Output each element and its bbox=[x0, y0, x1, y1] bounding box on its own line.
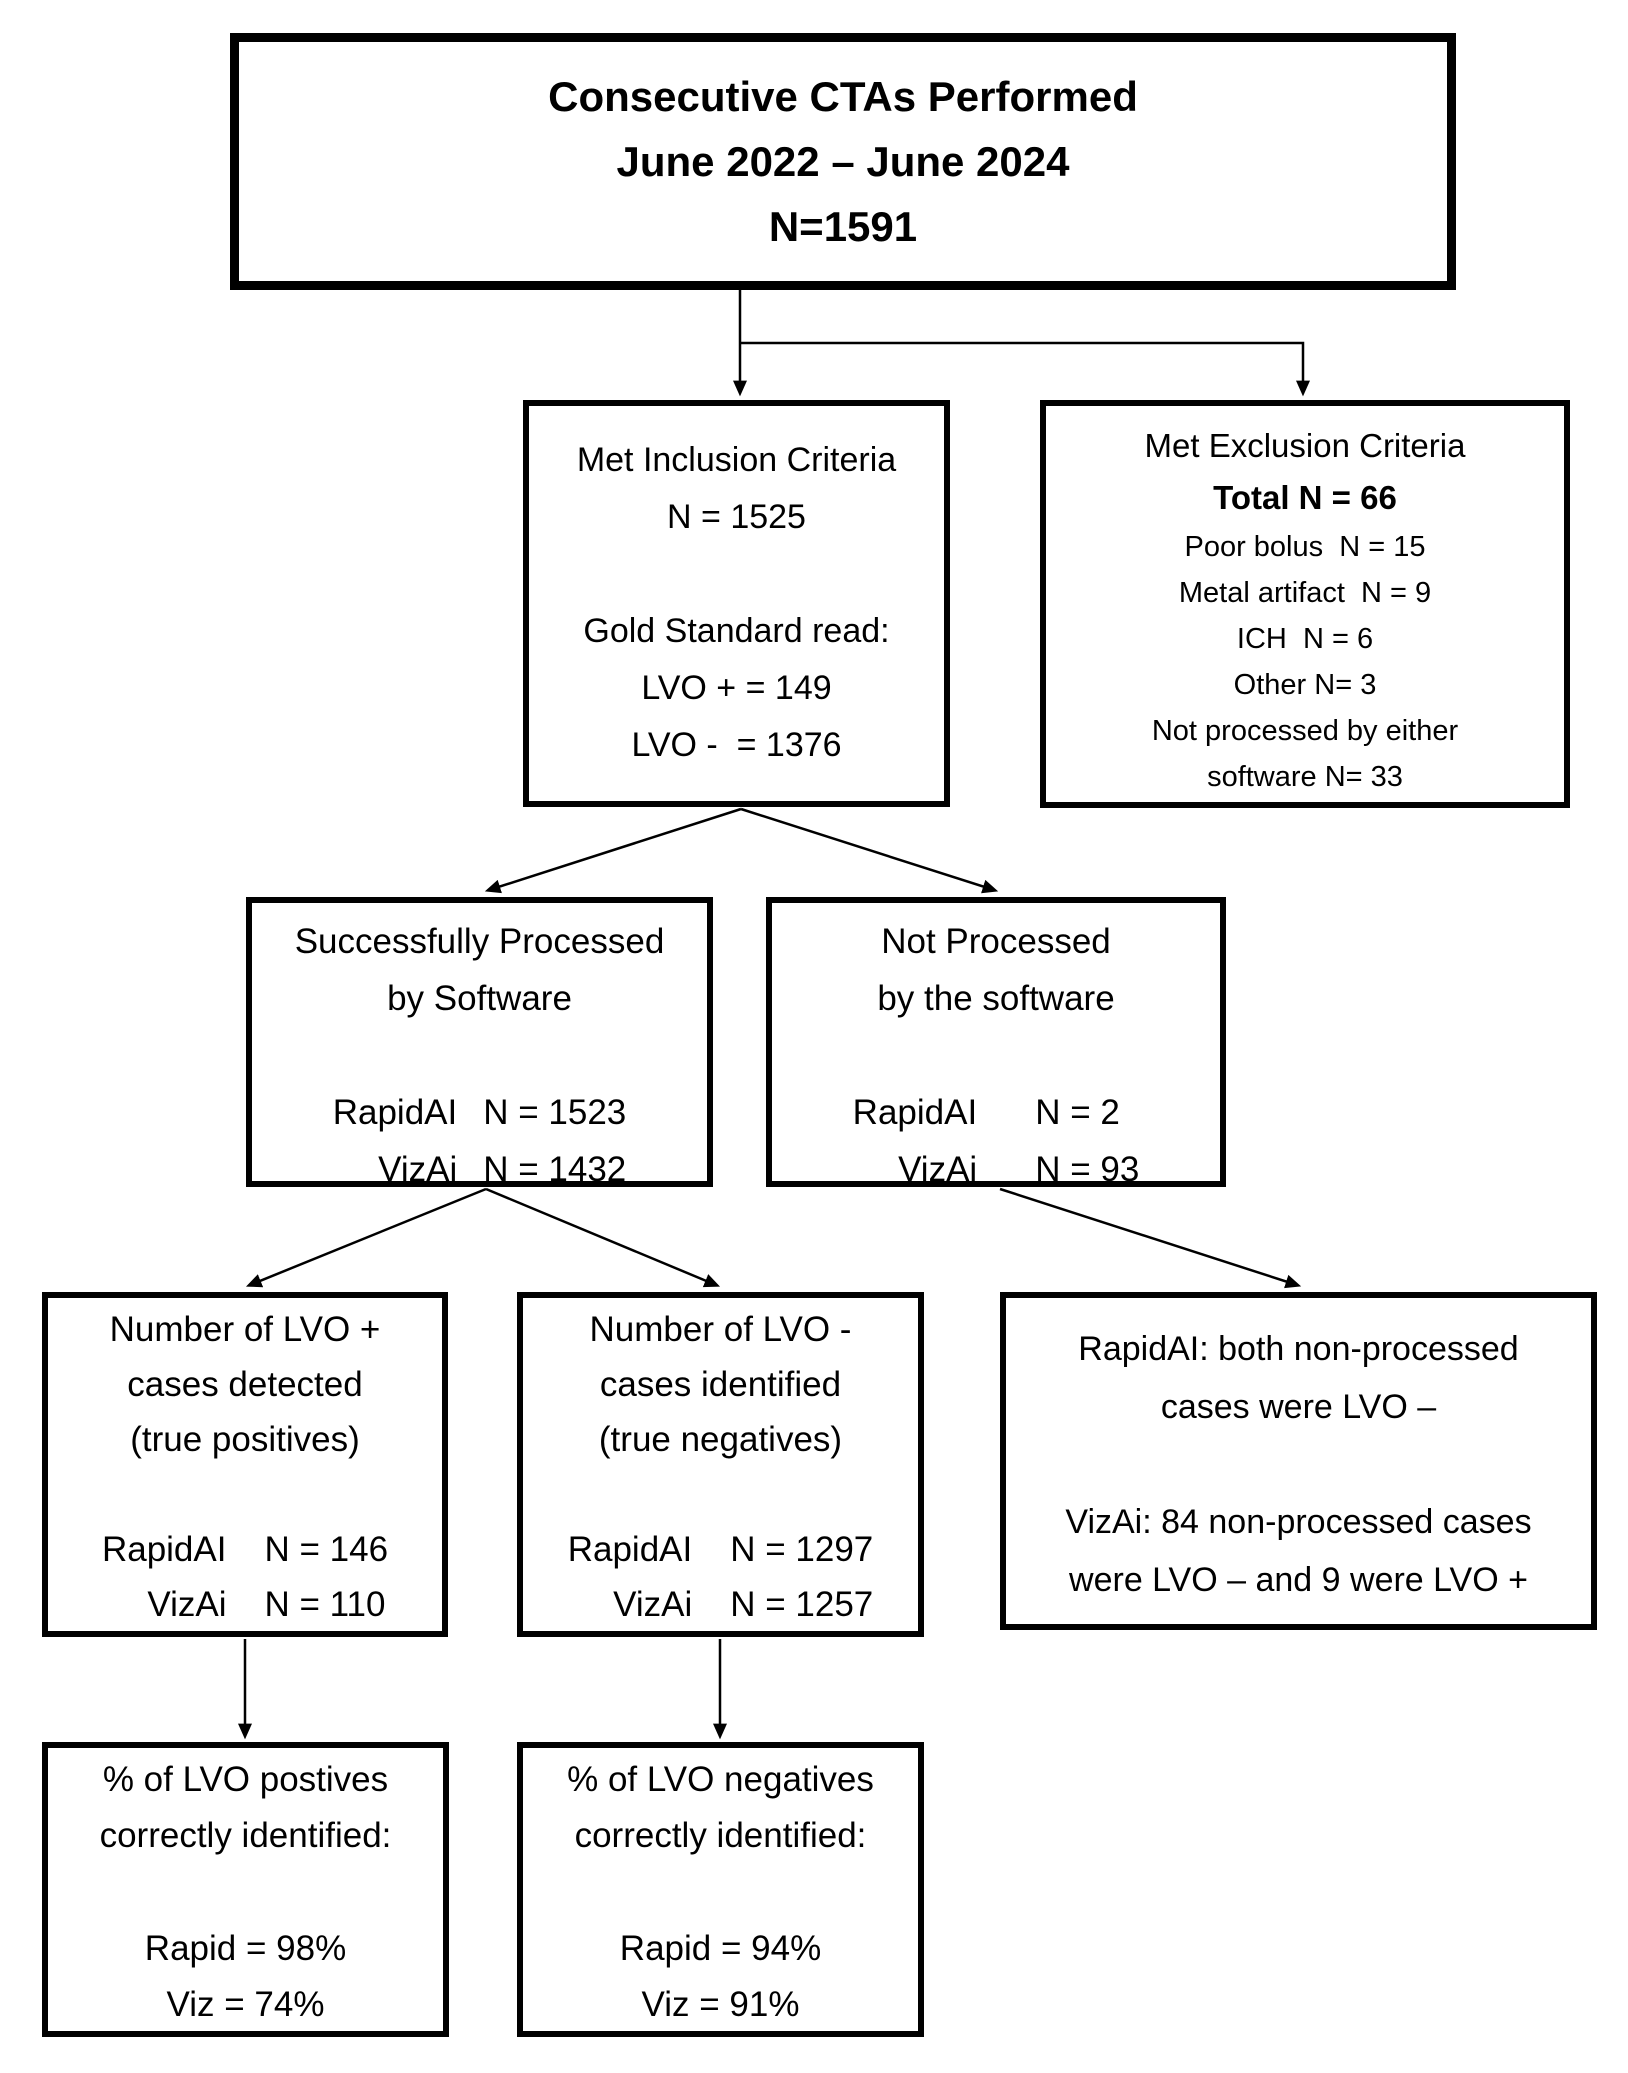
tp-heading-line2: cases detected bbox=[127, 1365, 363, 1404]
connector-processed-to-true-negatives bbox=[485, 1187, 721, 1288]
gold-standard-heading: Gold Standard read: bbox=[583, 612, 890, 650]
tp-stats: RapidAI N = 146 VizAi N = 110 bbox=[102, 1522, 388, 1632]
exclusion-item-metal-artifact: Metal artifact N = 9 bbox=[1178, 577, 1432, 609]
npr-rapidai-line2: cases were LVO – bbox=[1160, 1388, 1437, 1426]
inclusion-heading: Met Inclusion Criteria bbox=[576, 441, 897, 479]
exclusion-item-poor-bolus: Poor bolus N = 15 bbox=[1184, 531, 1426, 563]
not-processed-stats: RapidAI N = 2 VizAi N = 93 bbox=[853, 1084, 1140, 1198]
stat-label: RapidAI bbox=[101, 1530, 227, 1569]
gold-standard-lvo-negative: LVO - = 1376 bbox=[631, 726, 842, 764]
blank-line bbox=[529, 546, 944, 603]
tn-heading-line2: cases identified bbox=[599, 1365, 842, 1404]
stat-label: VizAi bbox=[147, 1585, 227, 1624]
exclusion-item-not-processed-line2: software N= 33 bbox=[1207, 761, 1403, 793]
stat-label: VizAi bbox=[378, 1150, 458, 1189]
not-processed-box: Not Processed by the software RapidAI N … bbox=[766, 897, 1226, 1189]
top-box-total-n: N=1591 bbox=[768, 203, 918, 250]
stat-value: N = 1297 bbox=[730, 1530, 874, 1569]
top-box-consecutive-ctas: Consecutive CTAs Performed June 2022 – J… bbox=[230, 33, 1456, 290]
tn-heading-line1: Number of LVO - bbox=[589, 1310, 852, 1349]
stat-label: RapidAI bbox=[567, 1530, 693, 1569]
exclusion-item-other: Other N= 3 bbox=[1233, 669, 1377, 701]
connector-processed-to-true-positives bbox=[245, 1187, 487, 1288]
top-box-date-range: June 2022 – June 2024 bbox=[616, 138, 1070, 185]
blank-line bbox=[48, 1864, 443, 1921]
tn-stats: RapidAI N = 1297 VizAi N = 1257 bbox=[568, 1522, 874, 1632]
exclusion-criteria-box: Met Exclusion Criteria Total N = 66 Poor… bbox=[1040, 400, 1570, 808]
not-processed-heading-line2: by the software bbox=[877, 979, 1115, 1018]
inclusion-n: N = 1525 bbox=[667, 498, 806, 536]
exclusion-item-ich: ICH N = 6 bbox=[1236, 623, 1374, 655]
not-processed-heading-line1: Not Processed bbox=[881, 922, 1111, 961]
npr-vizai-line2: were LVO – and 9 were LVO + bbox=[1069, 1561, 1528, 1599]
exclusion-heading: Met Exclusion Criteria bbox=[1144, 427, 1466, 464]
stat-label: RapidAI bbox=[332, 1093, 458, 1132]
non-processed-results-box: RapidAI: both non-processed cases were L… bbox=[1000, 1292, 1597, 1630]
stat-label: RapidAI bbox=[852, 1093, 978, 1132]
stat-value: N = 2 bbox=[1035, 1093, 1120, 1132]
pct-neg-heading-line1: % of LVO negatives bbox=[567, 1760, 874, 1799]
top-box-title-line: Consecutive CTAs Performed bbox=[548, 73, 1138, 120]
connector-inclusion-to-not-processed bbox=[740, 807, 999, 894]
true-positives-box: Number of LVO + cases detected (true pos… bbox=[42, 1292, 448, 1637]
pct-pos-rapid: Rapid = 98% bbox=[144, 1929, 347, 1968]
successfully-processed-box: Successfully Processed by Software Rapid… bbox=[246, 897, 713, 1189]
connector-top-to-exclusion bbox=[740, 341, 1310, 397]
tp-heading-line3: (true positives) bbox=[130, 1420, 360, 1459]
pct-neg-rapid: Rapid = 94% bbox=[619, 1929, 822, 1968]
pct-pos-viz: Viz = 74% bbox=[166, 1985, 325, 2024]
stat-label: VizAi bbox=[613, 1585, 693, 1624]
inclusion-criteria-box: Met Inclusion Criteria N = 1525 Gold Sta… bbox=[523, 400, 950, 807]
stat-value: N = 1432 bbox=[483, 1150, 627, 1189]
pct-negatives-box: % of LVO negatives correctly identified:… bbox=[517, 1742, 924, 2037]
blank-line bbox=[1006, 1436, 1591, 1493]
stat-value: N = 146 bbox=[264, 1530, 389, 1569]
stat-value: N = 93 bbox=[1035, 1150, 1140, 1189]
processed-heading-line1: Successfully Processed bbox=[294, 922, 665, 961]
tn-heading-line3: (true negatives) bbox=[598, 1420, 843, 1459]
pct-neg-heading-line2: correctly identified: bbox=[574, 1816, 867, 1855]
blank-line bbox=[523, 1864, 918, 1921]
connector-not-processed-to-results bbox=[999, 1187, 1302, 1289]
npr-vizai-line1: VizAi: 84 non-processed cases bbox=[1065, 1503, 1532, 1541]
stat-value: N = 1523 bbox=[483, 1093, 627, 1132]
exclusion-total-n: Total N = 66 bbox=[1213, 479, 1397, 516]
stat-label: VizAi bbox=[898, 1150, 978, 1189]
gold-standard-lvo-positive: LVO + = 149 bbox=[641, 669, 832, 707]
stat-value: N = 1257 bbox=[730, 1585, 874, 1624]
true-negatives-box: Number of LVO - cases identified (true n… bbox=[517, 1292, 924, 1637]
connector-inclusion-to-processed bbox=[484, 807, 742, 894]
pct-pos-heading-line2: correctly identified: bbox=[99, 1816, 392, 1855]
pct-pos-heading-line1: % of LVO postives bbox=[102, 1760, 389, 1799]
npr-rapidai-line1: RapidAI: both non-processed bbox=[1078, 1330, 1519, 1368]
pct-neg-viz: Viz = 91% bbox=[641, 1985, 800, 2024]
processed-stats: RapidAI N = 1523 VizAi N = 1432 bbox=[333, 1084, 627, 1198]
pct-positives-box: % of LVO postives correctly identified: … bbox=[42, 1742, 449, 2037]
stat-value: N = 110 bbox=[264, 1585, 386, 1624]
processed-heading-line2: by Software bbox=[387, 979, 572, 1018]
exclusion-item-not-processed-line1: Not processed by either bbox=[1151, 715, 1459, 747]
tp-heading-line1: Number of LVO + bbox=[109, 1310, 381, 1349]
